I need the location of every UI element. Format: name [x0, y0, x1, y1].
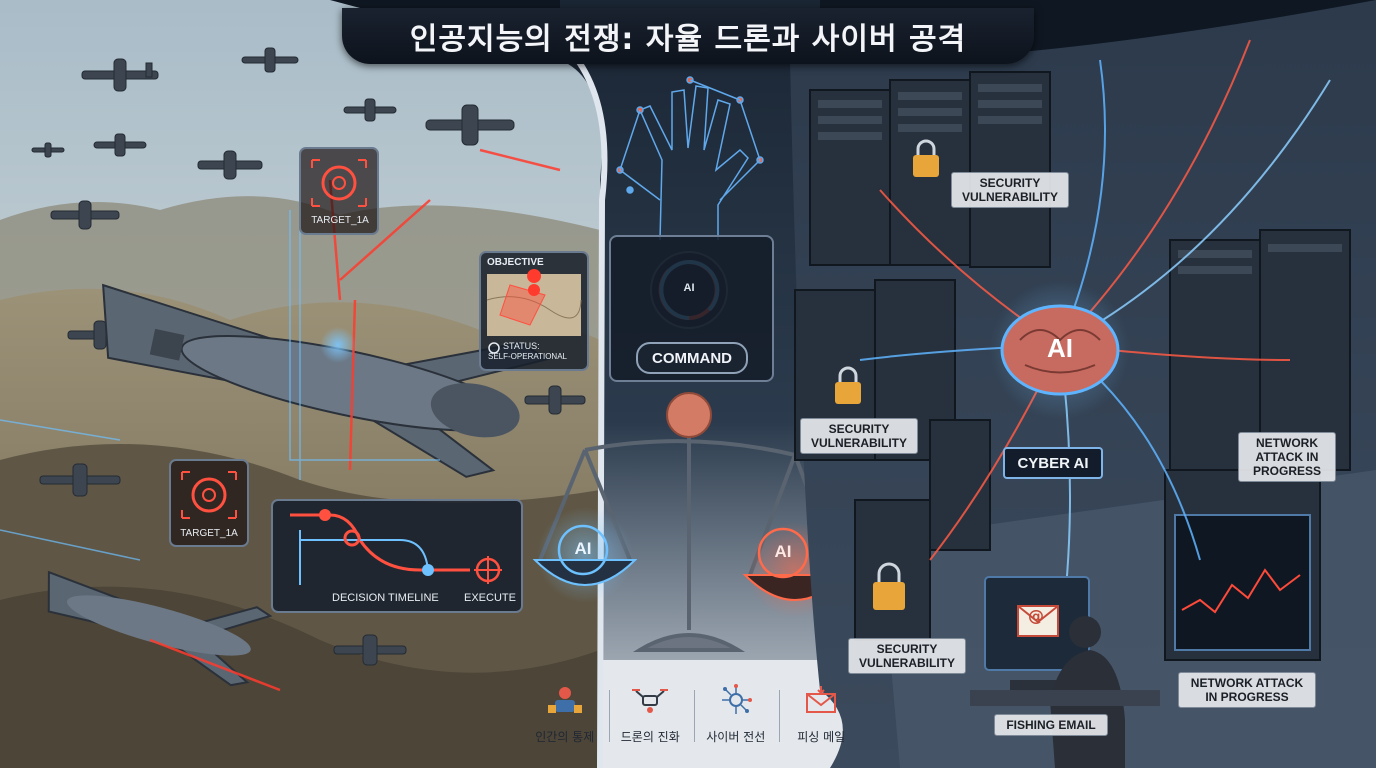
- email-at-glyph: @: [1028, 606, 1044, 625]
- cyber-ai-label: CYBER AI: [1003, 447, 1103, 479]
- objective-title: OBJECTIVE: [487, 257, 544, 268]
- phishing-email-tag: FISHING EMAIL: [994, 714, 1108, 736]
- separator: [779, 690, 780, 742]
- command-label: COMMAND: [636, 342, 748, 374]
- theme-icon-bar: 인간의 통제 드론의 진화: [522, 680, 864, 760]
- separator: [694, 690, 695, 742]
- scale-right-ai-label: AI: [774, 542, 792, 561]
- target-label-bottom: TARGET_1A: [180, 528, 238, 539]
- brain-ai-label: AI: [1047, 333, 1073, 363]
- status-label: STATUS:: [503, 341, 540, 351]
- status-value: SELF-OPERATIONAL: [488, 352, 567, 361]
- email-icon: [806, 686, 837, 713]
- padlock-icon-1: [913, 139, 939, 177]
- network-icon: [721, 684, 752, 714]
- objective-box: [479, 251, 589, 371]
- decision-timeline-label: DECISION TIMELINE: [332, 592, 439, 604]
- theme-drone-evolution: 드론의 진화: [608, 680, 692, 745]
- command-hand: [616, 76, 764, 241]
- page-title: 인공지능의 전쟁: 자율 드론과 사이버 공격: [342, 8, 1034, 64]
- core-ai-label: AI: [683, 282, 695, 294]
- target-box-bottom: [169, 459, 249, 547]
- decision-timeline-box: [271, 499, 523, 613]
- human-control-icon: [547, 687, 582, 713]
- padlock-icon-2: [835, 366, 861, 404]
- padlock-icon-3: [873, 562, 905, 610]
- theme-phishing-mail: 피싱 메일: [779, 680, 863, 745]
- main-drone: [102, 283, 551, 478]
- execute-label: EXECUTE: [464, 592, 516, 604]
- target-label-top: TARGET_1A: [311, 215, 369, 226]
- scale-left-ai-label: AI: [574, 539, 592, 558]
- theme-human-control: 인간의 통제: [523, 680, 607, 745]
- separator: [609, 690, 610, 742]
- drone-icon: [632, 689, 669, 713]
- theme-cyber-front: 사이버 전선: [694, 680, 778, 745]
- target-box-top: [299, 147, 379, 235]
